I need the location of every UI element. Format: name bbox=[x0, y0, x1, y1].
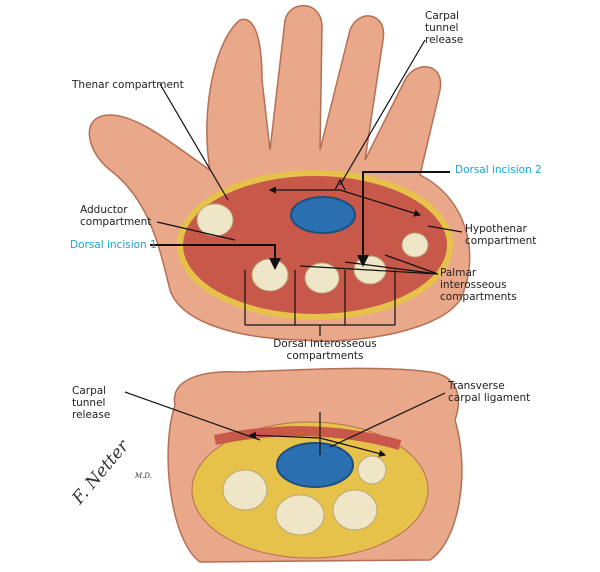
label-dorsal-incision-2: Dorsal incision 2 bbox=[455, 164, 542, 176]
label-dorsal-interosseous: Dorsal interosseous compartments bbox=[273, 338, 377, 362]
label-carpal-tunnel-release-top: Carpal tunnel release bbox=[425, 10, 464, 46]
carpal-bone bbox=[222, 469, 268, 511]
carpal-tunnel-contents bbox=[276, 442, 354, 488]
hand-palm-view bbox=[88, 4, 471, 342]
carpal-bone bbox=[332, 489, 378, 531]
svg-text:M.D.: M.D. bbox=[134, 472, 152, 480]
metacarpal-bone bbox=[401, 232, 429, 258]
carpal-bone bbox=[275, 494, 325, 536]
leader-lines bbox=[124, 39, 463, 457]
label-carpal-tunnel-release-bottom: Carpal tunnel release bbox=[72, 385, 111, 421]
metacarpal-bone bbox=[304, 262, 340, 294]
metacarpal-bone bbox=[196, 203, 234, 237]
nerve-tendon-bundle bbox=[290, 196, 356, 234]
label-dorsal-incision-1: Dorsal incision 1 bbox=[70, 239, 157, 251]
netter-signature: F. Netter M.D. bbox=[68, 436, 152, 509]
label-thenar-compartment: Thenar compartment bbox=[72, 79, 184, 91]
carpal-bone bbox=[357, 455, 387, 485]
wrist-view bbox=[167, 367, 463, 563]
label-palmar-interosseous: Palmar interosseous compartments bbox=[440, 267, 517, 303]
label-transverse-carpal-ligament: Transverse carpal ligament bbox=[448, 380, 531, 404]
svg-text:F. Netter: F. Netter bbox=[68, 436, 134, 509]
transverse-carpal-ligament-shape bbox=[213, 426, 402, 450]
metacarpal-bone bbox=[251, 258, 289, 292]
label-hypothenar-compartment: Hypothenar compartment bbox=[465, 223, 537, 247]
label-adductor-compartment: Adductor compartment bbox=[80, 204, 152, 228]
